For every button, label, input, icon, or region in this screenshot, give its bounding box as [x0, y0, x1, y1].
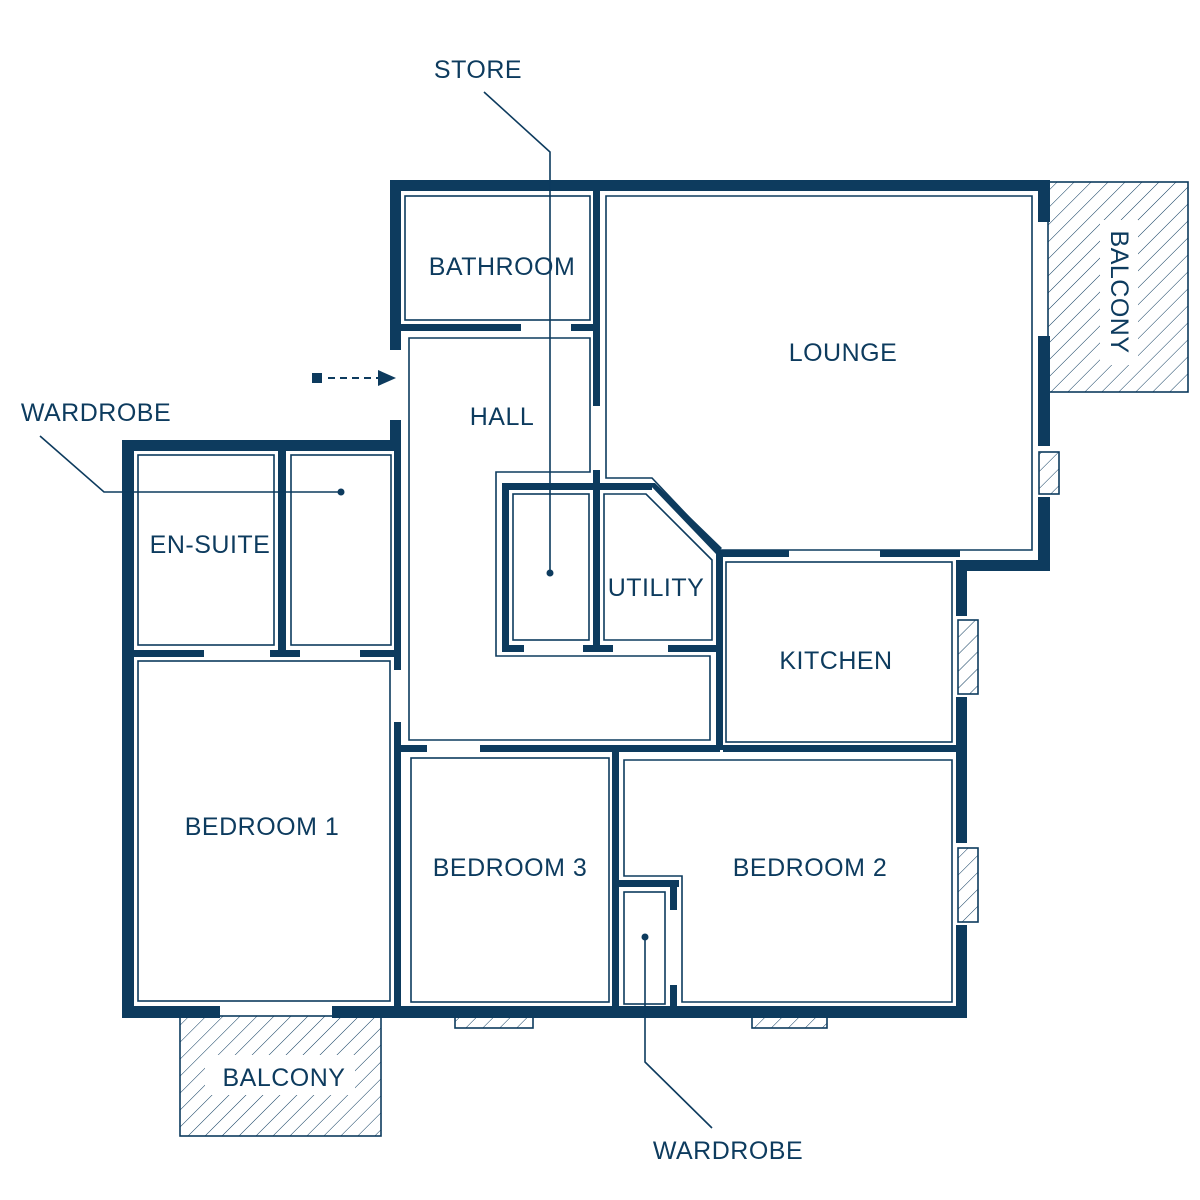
- room-label-hall: HALL: [470, 403, 535, 431]
- interior-walls: [134, 191, 960, 1012]
- room-label-utility: UTILITY: [608, 574, 705, 602]
- room-label-bathroom: BATHROOM: [429, 253, 576, 281]
- wardrobe-bottom-leader: [641, 933, 713, 1129]
- callout-wardrobe-left: WARDROBE: [21, 399, 171, 427]
- exterior-walls: [122, 180, 1050, 1018]
- callout-wardrobe-bottom: WARDROBE: [653, 1137, 803, 1165]
- window: [1038, 451, 1060, 495]
- room-label-kitchen: KITCHEN: [779, 647, 892, 675]
- store-leader: [483, 91, 554, 577]
- room-label-lounge: LOUNGE: [789, 339, 898, 367]
- wardrobe-left-leader: [39, 435, 345, 496]
- callout-store: STORE: [434, 56, 522, 84]
- window: [957, 847, 979, 923]
- room-label-balcony-bottom: BALCONY: [223, 1064, 346, 1092]
- window: [957, 619, 979, 695]
- room-label-en-suite: EN-SUITE: [150, 531, 271, 559]
- room-outlines: [137, 195, 1033, 1005]
- entrance-arrow-icon: [312, 370, 396, 386]
- room-label-bedroom-1: BEDROOM 1: [185, 813, 340, 841]
- room-label-balcony-right: BALCONY: [1105, 231, 1133, 354]
- room-label-bedroom-2: BEDROOM 2: [733, 854, 888, 882]
- room-label-bedroom-3: BEDROOM 3: [433, 854, 588, 882]
